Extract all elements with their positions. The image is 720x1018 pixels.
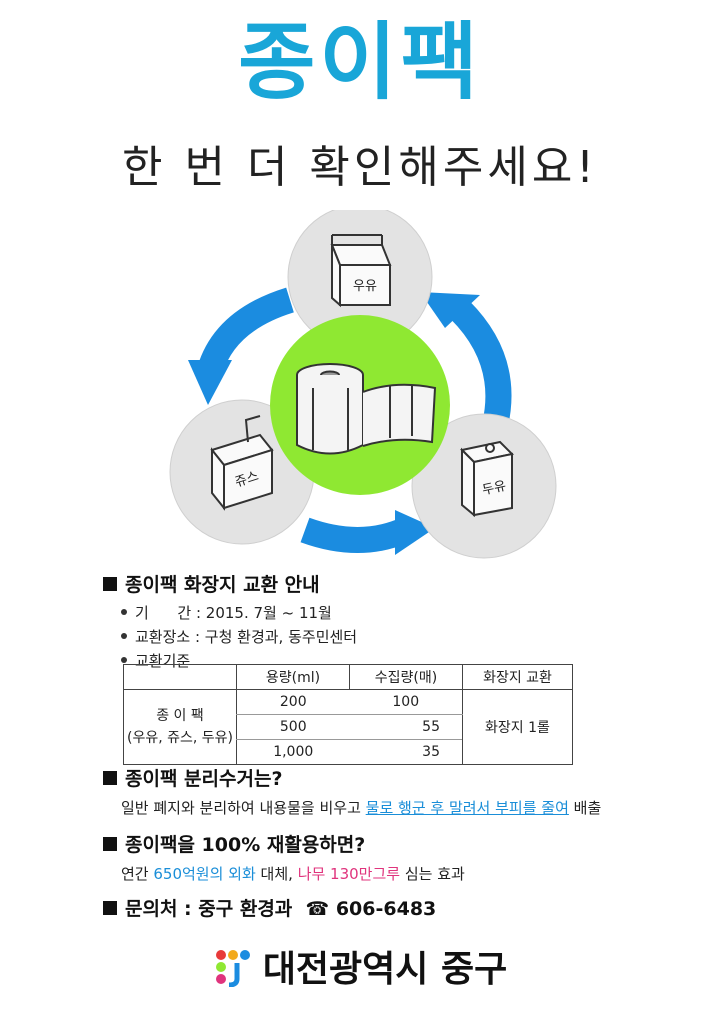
- junggu-logo-icon: [215, 950, 250, 987]
- phone-icon: ☎: [305, 898, 330, 920]
- row-label-cell: 종 이 팩 (우유, 쥬스, 두유): [124, 690, 237, 765]
- square-bullet-icon: [103, 837, 117, 851]
- footer: 대전광역시 중구: [0, 940, 720, 992]
- contact-section: 문의처 : 중구 환경과 ☎ 606-6483: [103, 894, 663, 921]
- page-title: 종이팩: [238, 13, 482, 111]
- recycle-highlight-trees: 나무 130만그루: [297, 865, 401, 883]
- org-name: 대전광역시 중구: [262, 949, 508, 990]
- exchange-table: 용량(ml) 수집량(매) 화장지 교환 종 이 팩 (우유, 쥬스, 두유) …: [123, 664, 573, 765]
- square-bullet-icon: [103, 771, 117, 785]
- arrowhead-top-left: [188, 360, 232, 405]
- count-cell: 55: [349, 714, 463, 740]
- dot-icon: [121, 657, 127, 663]
- arrow-right: [450, 300, 512, 428]
- count-cell: 100: [349, 689, 463, 715]
- separation-title: 종이팩 분리수거는?: [103, 764, 663, 791]
- volume-cell: 500: [236, 714, 350, 740]
- table-header-count: 수집량(매): [349, 664, 463, 690]
- dot-icon: [121, 633, 127, 639]
- recycling-diagram: 우유 쥬스 두유: [169, 210, 557, 559]
- exchange-title: 종이팩 화장지 교환 안내: [103, 570, 663, 597]
- page-subtitle: 한 번 더 확인해주세요!: [122, 142, 598, 193]
- row-label-sub: (우유, 쥬스, 두유): [126, 730, 233, 746]
- contact-line: 문의처 : 중구 환경과 ☎ 606-6483: [103, 894, 663, 921]
- juice-label: 쥬스: [233, 469, 260, 491]
- separation-text: 일반 폐지와 분리하여 내용물을 비우고 물로 행군 후 말려서 부피를 줄여 …: [121, 799, 602, 817]
- arrowhead-bottom: [395, 510, 435, 555]
- volume-cell: 200: [236, 689, 350, 715]
- table-row: 1,000 35: [124, 739, 573, 765]
- recycle-title: 종이팩을 100% 재활용하면?: [103, 830, 663, 857]
- milk-label: 우유: [353, 279, 377, 294]
- dot-icon: [121, 609, 127, 615]
- separation-highlight: 물로 행군 후 말려서 부피를 줄여: [365, 799, 569, 817]
- soymilk-box-icon: [459, 440, 515, 518]
- arrow-top-left: [197, 287, 295, 375]
- recycle-text: 연간 650억원의 외화 대체, 나무 130만그루 심는 효과: [121, 865, 465, 883]
- table-header-empty: [123, 664, 237, 690]
- volume-cell: 1,000: [236, 739, 350, 765]
- arrowhead-right: [420, 292, 480, 328]
- juice-box-icon: [210, 415, 274, 511]
- table-header-volume: 용량(ml): [236, 664, 350, 690]
- arrow-bottom: [300, 517, 411, 553]
- exchange-cell: 화장지 1롤: [462, 689, 573, 765]
- square-bullet-icon: [103, 577, 117, 591]
- exchange-section: 종이팩 화장지 교환 안내 기 간 : 2015. 7월 ~ 11월 교환장소 …: [103, 570, 663, 673]
- recycle-section: 종이팩을 100% 재활용하면? 연간 650억원의 외화 대체, 나무 130…: [103, 830, 663, 884]
- table-row: 종 이 팩 (우유, 쥬스, 두유) 200 100 화장지 1롤: [124, 689, 573, 765]
- table-row: 500 55: [124, 714, 573, 740]
- separation-section: 종이팩 분리수거는? 일반 폐지와 분리하여 내용물을 비우고 물로 행군 후 …: [103, 764, 663, 818]
- toilet-roll-icon: [296, 363, 437, 455]
- soymilk-label: 두유: [481, 479, 508, 499]
- square-bullet-icon: [103, 901, 117, 915]
- count-cell: 35: [422, 744, 440, 760]
- recycle-highlight-money: 650억원의 외화: [153, 865, 256, 883]
- place-line: 교환장소 : 구청 환경과, 동주민센터: [121, 625, 663, 649]
- row-label-main: 종 이 팩: [156, 708, 204, 724]
- table-header-row: 용량(ml) 수집량(매) 화장지 교환: [123, 664, 573, 690]
- milk-carton-icon: [330, 234, 392, 308]
- contact-phone: 606-6483: [335, 898, 437, 920]
- period-line: 기 간 : 2015. 7월 ~ 11월: [121, 601, 663, 625]
- table-header-exchange: 화장지 교환: [462, 664, 573, 690]
